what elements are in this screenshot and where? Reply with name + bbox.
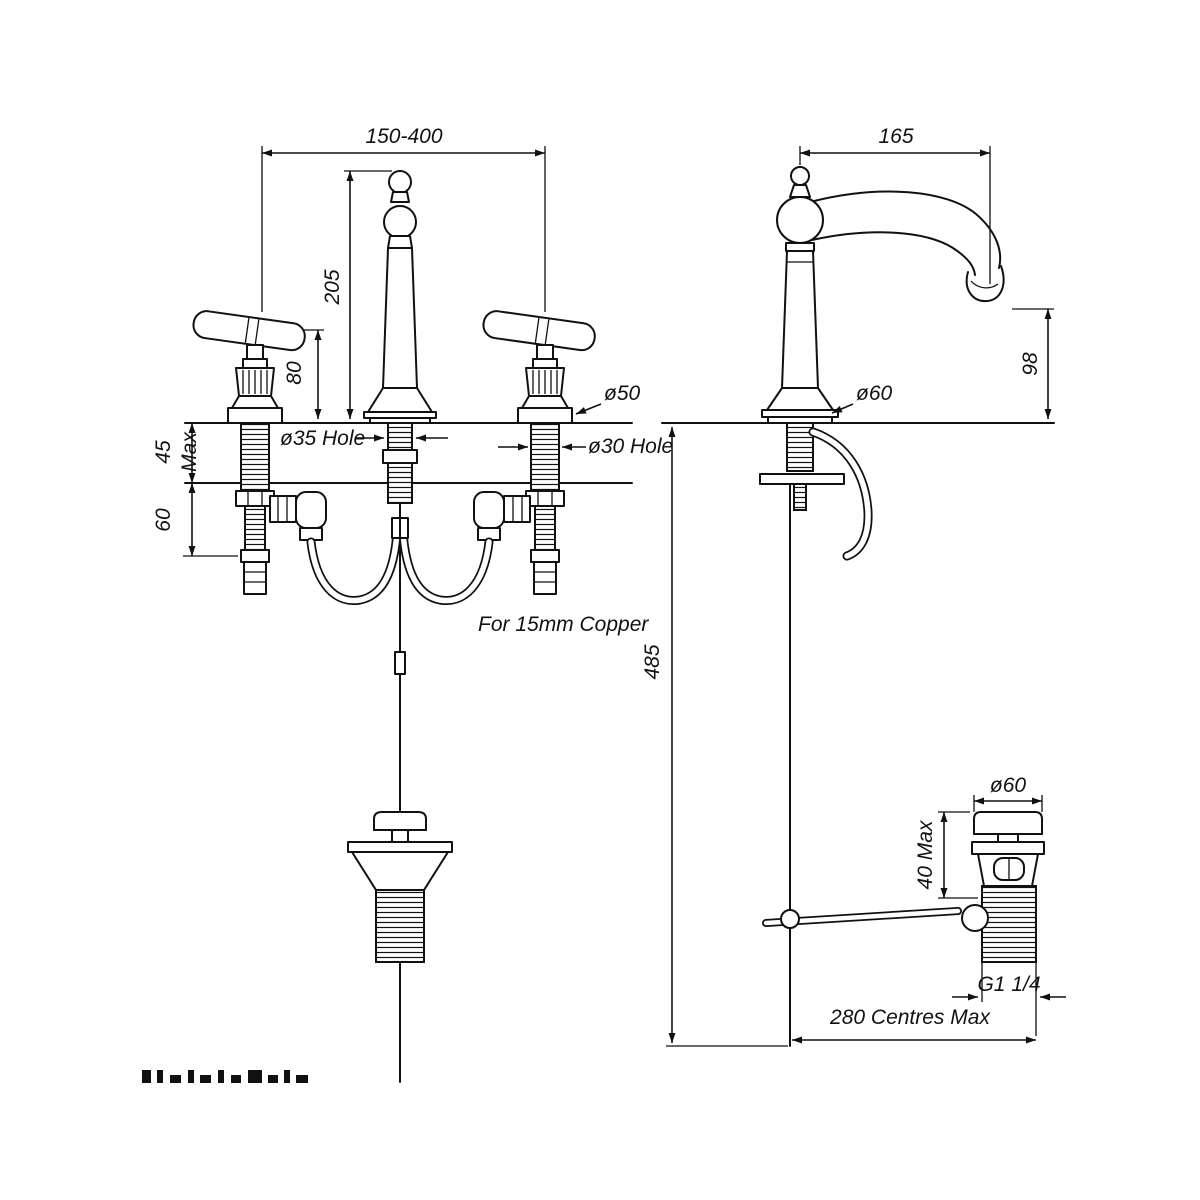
front-right-handle <box>480 308 598 595</box>
dim-base-dia-label: ø60 <box>856 382 893 405</box>
cropped-footer-text-fragment <box>142 1070 308 1083</box>
front-view: 150-400 205 80 45 Max 60 <box>152 125 673 1083</box>
side-waste: ø60 40 Max G1 1/4 <box>792 774 1066 1044</box>
dim-rod-drop-label: 485 <box>641 644 664 679</box>
dim-waste-dia: ø60 <box>973 774 1043 812</box>
dim-spout-reach: 165 <box>799 125 991 284</box>
dim-side-hole-label: ø30 Hole <box>588 435 673 458</box>
dim-waste-height-label: 40 Max <box>914 819 937 889</box>
dim-below-deck: 60 <box>152 483 238 557</box>
dim-outlet-height: 98 <box>1012 308 1054 419</box>
dim-waste-thread: G1 1/4 <box>952 962 1066 1036</box>
dim-spout-reach-label: 165 <box>878 125 913 148</box>
dim-deck-thickness: 45 Max <box>152 423 201 483</box>
front-waste <box>347 811 453 1083</box>
side-spout <box>761 166 1005 424</box>
dim-overall-height: 205 <box>321 170 392 419</box>
dim-handle-base-dia: ø50 <box>575 382 641 415</box>
front-spout <box>363 170 437 539</box>
front-left-handle <box>190 308 308 595</box>
front-left-elbow <box>269 491 327 541</box>
dim-deck-thickness-label: 45 <box>152 440 175 464</box>
dim-waste-centres: 280 Centres Max <box>792 1006 1036 1044</box>
dim-waste-dia-label: ø60 <box>990 774 1027 797</box>
dim-overall-height-label: 205 <box>321 269 344 305</box>
dim-below-deck-label: 60 <box>152 508 175 532</box>
dim-hole-spread-label: 150-400 <box>365 125 442 148</box>
dim-waste-height: 40 Max <box>914 811 978 899</box>
side-view: 165 98 ø60 <box>641 125 1066 1047</box>
dim-rod-drop: 485 <box>641 427 788 1047</box>
dim-handle-height-label: 80 <box>283 361 306 385</box>
dim-centre-hole-label: ø35 Hole <box>280 427 365 450</box>
dim-hole-spread: 150-400 <box>261 125 546 312</box>
dim-handle-base-dia-label: ø50 <box>604 382 641 405</box>
dim-waste-thread-label: G1 1/4 <box>977 973 1040 996</box>
side-waste-lever <box>762 907 962 929</box>
dim-outlet-height-label: 98 <box>1019 352 1042 376</box>
note-copper-pipe: For 15mm Copper <box>478 613 649 636</box>
dim-waste-centres-label: 280 Centres Max <box>829 1006 991 1029</box>
dim-side-hole: ø30 Hole <box>498 435 673 458</box>
front-popup-rod <box>394 502 406 813</box>
front-right-elbow <box>473 491 531 541</box>
dim-centre-hole: ø35 Hole <box>280 427 448 450</box>
dim-base-dia: ø60 <box>831 382 893 414</box>
side-shank-assembly <box>759 422 873 561</box>
dim-deck-thickness-max-label: Max <box>178 431 201 472</box>
front-supply-pipes <box>306 527 494 605</box>
